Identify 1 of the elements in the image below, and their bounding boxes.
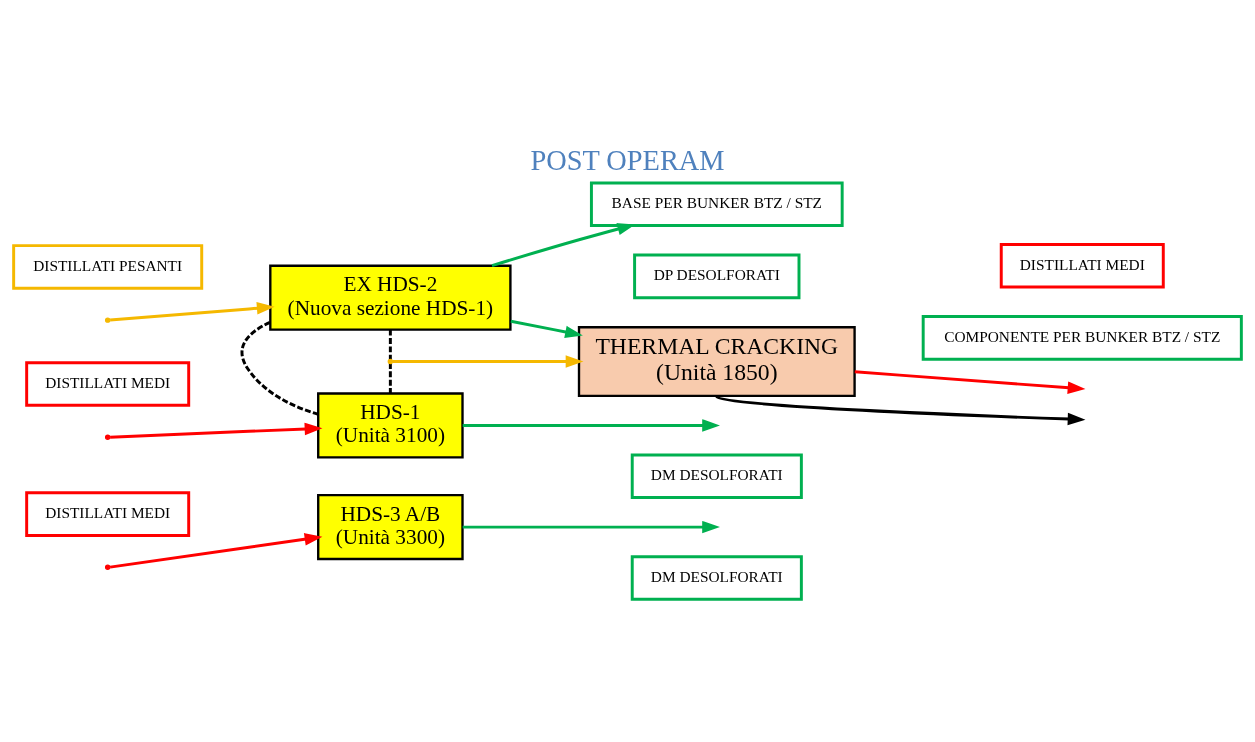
diagram-title: POST OPERAM bbox=[530, 145, 725, 177]
